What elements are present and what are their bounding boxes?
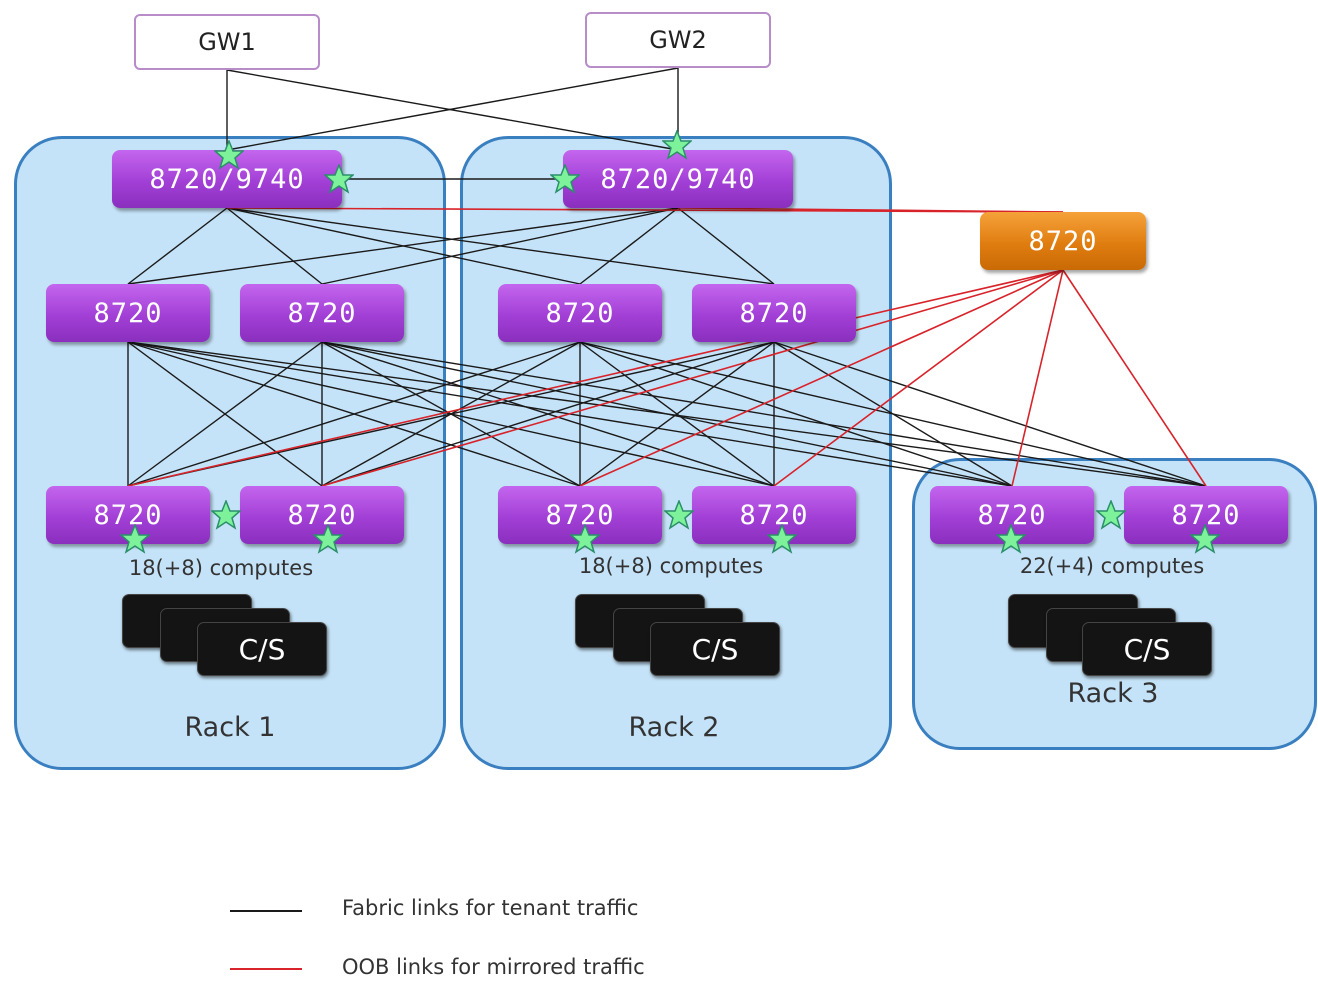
legend-fabric-line [230,910,302,912]
oob-link-oob-r3_leaf1 [1011,269,1064,487]
mirror-point-star-icon [996,524,1026,554]
oob-switch: 8720 [980,212,1146,270]
oob-link-oob-core2 [677,207,1064,213]
oob-link-oob-r3_leaf2 [1062,269,1207,487]
rack2-compute-count: 18(+8) computes [578,554,764,578]
mirror-point-star-icon [211,500,241,530]
fabric-link-core2-r2_spine1 [579,207,679,285]
mirror-point-star-icon [313,524,343,554]
fabric-link-r2_spine2-r1_leaf1 [127,341,775,487]
legend-fabric-label: Fabric links for tenant traffic [342,896,639,920]
rack1-spine-switch-2: 8720 [240,284,404,342]
rack1-label: Rack 1 [184,712,276,743]
mirror-point-star-icon [664,500,694,530]
mirror-point-star-icon [1190,524,1220,554]
fabric-link-core2-r2_spine2 [677,207,775,285]
fabric-link-core2-r1_spine2 [321,207,679,285]
rack1-spine-switch-1: 8720 [46,284,210,342]
mirror-point-star-icon [767,524,797,554]
rack1-server-front: C/S [197,622,327,676]
mirror-point-star-icon [570,524,600,554]
fabric-link-core1-r1_spine1 [127,207,228,285]
fabric-link-r1_spine2-r3_leaf1 [321,341,1013,487]
core-switch-rack2: 8720/9740 [563,150,793,208]
fabric-link-r2_spine2-r3_leaf1 [773,341,1013,487]
gateway-gw2: GW2 [585,12,771,68]
rack2-label: Rack 2 [628,712,720,743]
fabric-link-r2_spine2-r2_leaf1 [579,341,775,487]
mirror-point-star-icon [120,524,150,554]
rack2-spine-switch-1: 8720 [498,284,662,342]
fabric-link-r1_spine2-r3_leaf2 [321,341,1207,487]
fabric-link-r2_spine1-r3_leaf1 [579,341,1013,487]
mirror-point-star-icon [550,164,580,194]
oob-link-oob-r1_leaf2 [321,269,1064,487]
fabric-link-gw1-core2 [226,69,679,151]
gateway-gw1: GW1 [134,14,320,70]
fabric-link-r1_spine2-r1_leaf1 [127,341,323,487]
legend-oob-line [230,968,302,970]
rack3-compute-count: 22(+4) computes [1019,554,1205,578]
rack2-server-front: C/S [650,622,780,676]
mirror-point-star-icon [324,164,354,194]
rack1-compute-count: 18(+8) computes [128,556,314,580]
fabric-link-core2-r1_spine1 [127,207,679,285]
oob-link-oob-r1_leaf1 [127,269,1064,487]
rack2-spine-switch-2: 8720 [692,284,856,342]
mirror-point-star-icon [1096,500,1126,530]
fabric-link-gw2-core1 [226,67,679,151]
mirror-point-star-icon [214,140,244,170]
rack3-leaf-switch-2: 8720 [1124,486,1288,544]
oob-link-oob-r2_leaf1 [579,269,1064,487]
fabric-link-r2_spine2-r1_leaf2 [321,341,775,487]
rack3-label: Rack 3 [1067,678,1159,709]
legend-oob-label: OOB links for mirrored traffic [342,955,645,979]
fabric-link-r2_spine1-r1_leaf1 [127,341,581,487]
mirror-point-star-icon [662,130,692,160]
fabric-link-r2_spine2-r3_leaf2 [773,341,1207,487]
oob-link-oob-r2_leaf2 [773,269,1064,487]
fabric-link-core1-r1_spine2 [226,207,323,285]
rack3-server-front: C/S [1082,622,1212,676]
